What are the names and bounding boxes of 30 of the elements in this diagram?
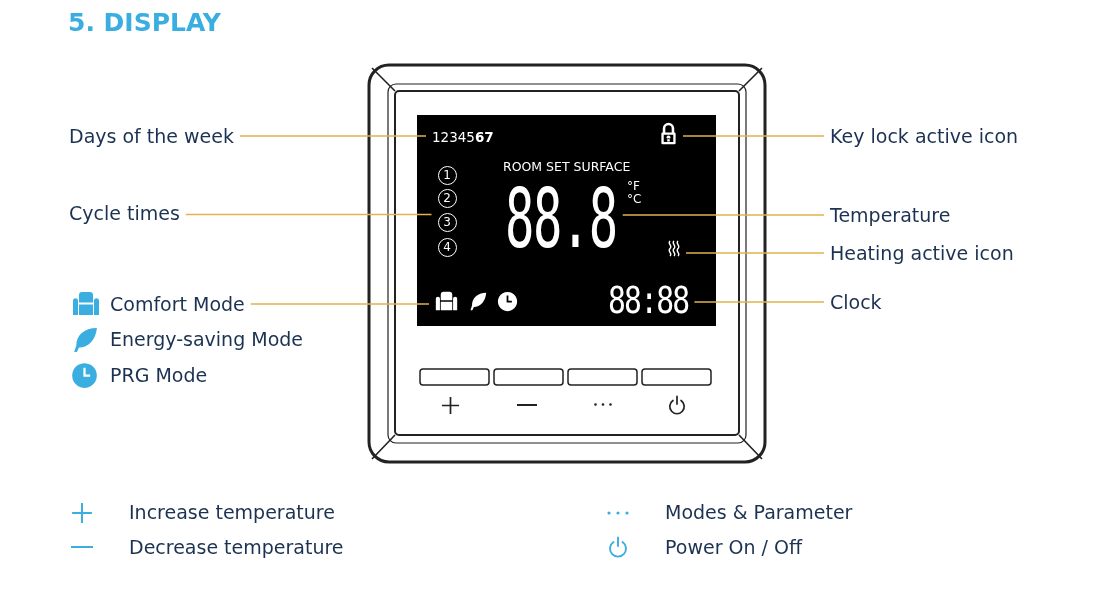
display-caption: ROOM SET SURFACE: [503, 160, 631, 174]
armchair-icon: [435, 291, 458, 311]
weekday-digits: 1234567: [432, 129, 494, 145]
leader-line: [185, 213, 433, 216]
clock-readout: 88:88: [608, 281, 689, 319]
unit-label: °F: [627, 180, 640, 194]
leader-line: [685, 252, 825, 254]
callout-label: Heating active icon: [830, 241, 1014, 265]
legend-text: Decrease temperature: [129, 535, 344, 559]
temperature-readout: 88.8: [505, 178, 617, 261]
leader-line: [693, 301, 825, 303]
leader-line: [621, 214, 825, 216]
legend-text: Modes & Parameter: [665, 500, 853, 524]
callout-label: Cycle times: [69, 201, 180, 225]
callout-label: Temperature: [830, 203, 951, 227]
leader-line: [250, 303, 430, 305]
leader-line: [682, 135, 825, 137]
callout-label: Key lock active icon: [830, 124, 1019, 148]
legend-text: PRG Mode: [110, 363, 208, 387]
unit-label: °C: [627, 193, 642, 207]
legend-text: Power On / Off: [665, 535, 802, 559]
heat-waves-icon: [666, 239, 680, 258]
padlock-icon: [660, 122, 677, 145]
callout-label: Clock: [830, 290, 882, 314]
leader-line: [239, 135, 427, 137]
callout-label: Comfort Mode: [110, 292, 245, 316]
legend-text: Increase temperature: [129, 500, 335, 524]
section-title: 5. DISPLAY: [68, 8, 221, 37]
legend-text: Energy-saving Mode: [110, 327, 303, 351]
callout-label: Days of the week: [69, 124, 234, 148]
